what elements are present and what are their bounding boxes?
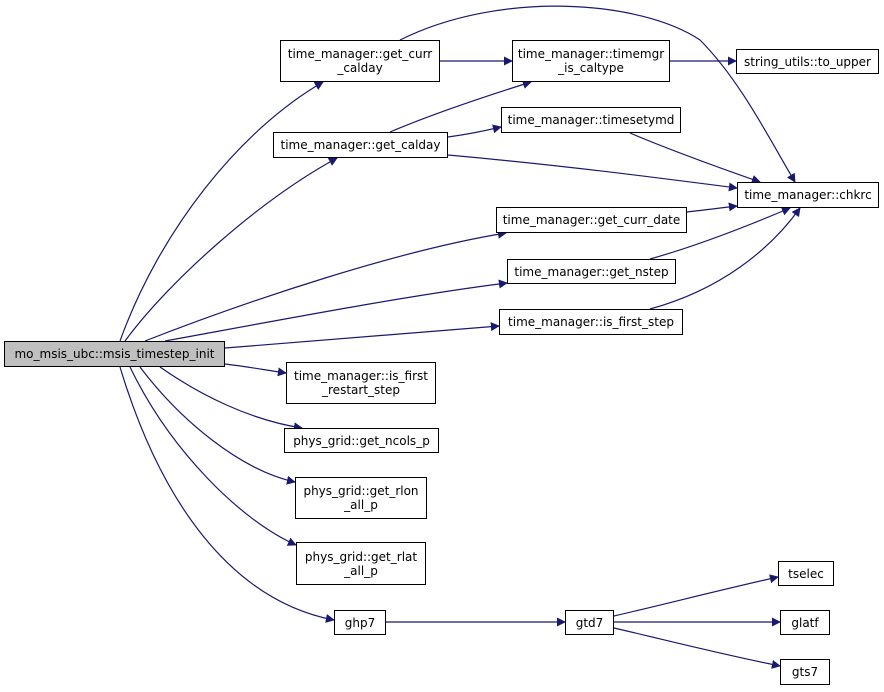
node-to-upper[interactable]: string_utils::to_upper — [736, 49, 879, 74]
node-gts7[interactable]: gts7 — [780, 659, 830, 685]
edge-currdate-to-chkrc — [686, 202, 738, 213]
node-timesetymd[interactable]: time_manager::timesetymd — [501, 107, 681, 133]
edge-root-to-ncols — [159, 366, 303, 432]
node-label: _all_p — [344, 563, 378, 578]
edge-gtd7-to-tselec — [613, 574, 779, 617]
node-label: mo_msis_ubc::msis_timestep_init — [14, 347, 215, 361]
node-is-first-restart-step[interactable]: time_manager::is_first_restart_step — [286, 362, 436, 404]
node-glatf[interactable]: glatf — [780, 610, 830, 635]
node-label: time_manager::get_calday — [280, 138, 441, 152]
edge-getcalday-to-timesetymd — [447, 124, 502, 138]
node-label: gts7 — [791, 665, 819, 679]
node-label: time_manager::timemgr — [517, 47, 665, 61]
node-label: glatf — [791, 615, 819, 630]
node-get-curr-calday[interactable]: time_manager::get_curr_calday — [280, 40, 440, 82]
edge-root-to-nstep — [164, 279, 508, 342]
edge-nstep-to-chkrc — [649, 207, 791, 260]
edge-root-to-rlat — [129, 366, 297, 546]
node-label: tselec — [788, 566, 824, 581]
node-label: time_manager::get_curr — [287, 47, 433, 61]
edge-getcalday-to-chkrc — [447, 154, 738, 192]
node-gtd7[interactable]: gtd7 — [565, 610, 614, 635]
node-label: time_manager::timesetymd — [507, 113, 675, 127]
node-label: _all_p — [344, 498, 378, 512]
node-get-ncols-p[interactable]: phys_grid::get_ncols_p — [284, 428, 439, 453]
node-label: time_manager::is_first — [294, 369, 428, 383]
edge-root-to-currdate — [144, 229, 507, 342]
edge-root-to-rlon — [139, 366, 296, 485]
node-ghp7[interactable]: ghp7 — [334, 610, 386, 635]
edge-gtd7-to-gts7 — [613, 627, 781, 669]
node-label: _calday — [337, 61, 383, 75]
node-label: string_utils::to_upper — [744, 54, 871, 69]
edge-root-to-currcalday — [119, 81, 324, 342]
edge-getcalday-to-caltype — [389, 80, 532, 133]
node-chkrc[interactable]: time_manager::chkrc — [737, 182, 879, 208]
node-msis-timestep-init: mo_msis_ubc::msis_timestep_init — [4, 341, 225, 367]
node-label: ghp7 — [344, 615, 376, 630]
edge-currcalday-to-chkrc — [399, 5, 796, 183]
node-label: time_manager::get_nstep — [514, 264, 669, 279]
edge-isfirst-to-chkrc — [649, 207, 801, 310]
node-label: gtd7 — [575, 615, 604, 630]
node-get-rlat-all-p[interactable]: phys_grid::get_rlat_all_p — [296, 542, 426, 585]
node-label: time_manager::get_curr_date — [502, 213, 681, 227]
edge-root-to-ghp7 — [119, 366, 335, 623]
node-label: phys_grid::get_rlat — [304, 549, 418, 564]
edge-root-to-getcalday — [124, 157, 338, 342]
edge-timesetymd-to-chkrc — [629, 132, 761, 184]
node-tselec[interactable]: tselec — [778, 561, 834, 586]
node-get-nstep[interactable]: time_manager::get_nstep — [507, 259, 676, 284]
node-get-rlon-all-p[interactable]: phys_grid::get_rlon_all_p — [295, 477, 427, 519]
node-label: time_manager::chkrc — [744, 188, 872, 202]
node-label: phys_grid::get_ncols_p — [293, 433, 430, 448]
node-timemgr-is-caltype[interactable]: time_manager::timemgr_is_caltype — [512, 40, 670, 82]
node-label: time_manager::is_first_step — [508, 315, 674, 329]
node-get-curr-date[interactable]: time_manager::get_curr_date — [496, 207, 687, 233]
node-label: _is_caltype — [558, 61, 624, 75]
node-is-first-step[interactable]: time_manager::is_first_step — [499, 309, 683, 335]
edge-root-to-isfirst — [224, 322, 500, 349]
node-label: _restart_step — [322, 383, 400, 397]
edge-root-to-restart — [224, 363, 287, 377]
node-get-calday[interactable]: time_manager::get_calday — [273, 132, 448, 158]
node-label: phys_grid::get_rlon — [303, 484, 419, 498]
